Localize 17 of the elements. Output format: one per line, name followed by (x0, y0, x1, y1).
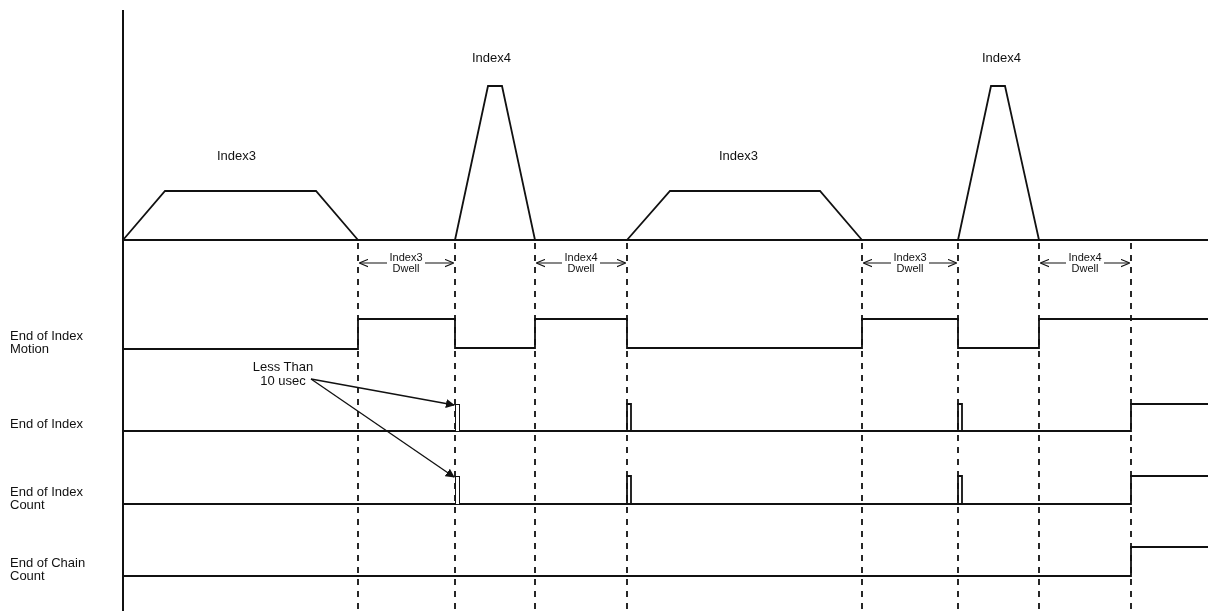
signal-name: End of Chain Count (10, 556, 87, 582)
profile-label: Index4 (472, 51, 512, 64)
profile-label: Index3 (217, 149, 257, 162)
dwell-label: Index4 Dwell (1066, 252, 1104, 274)
signal-pulse (455, 476, 460, 504)
dwell-label: Index3 Dwell (891, 252, 929, 274)
dwell-label: Index3 Dwell (387, 252, 425, 274)
profile-label: Index4 (982, 51, 1022, 64)
signal-pulse (455, 404, 460, 431)
leader-line (310, 378, 455, 408)
callout-text: Less Than 10 usec (249, 360, 317, 388)
dwell-label: Index4 Dwell (562, 252, 600, 274)
leader-line (310, 378, 455, 478)
signal-name: End of Index (10, 417, 84, 430)
profile-label: Index3 (719, 149, 759, 162)
signal-name: End of Index Count (10, 485, 84, 511)
signal-name: End of Index Motion (10, 329, 84, 355)
